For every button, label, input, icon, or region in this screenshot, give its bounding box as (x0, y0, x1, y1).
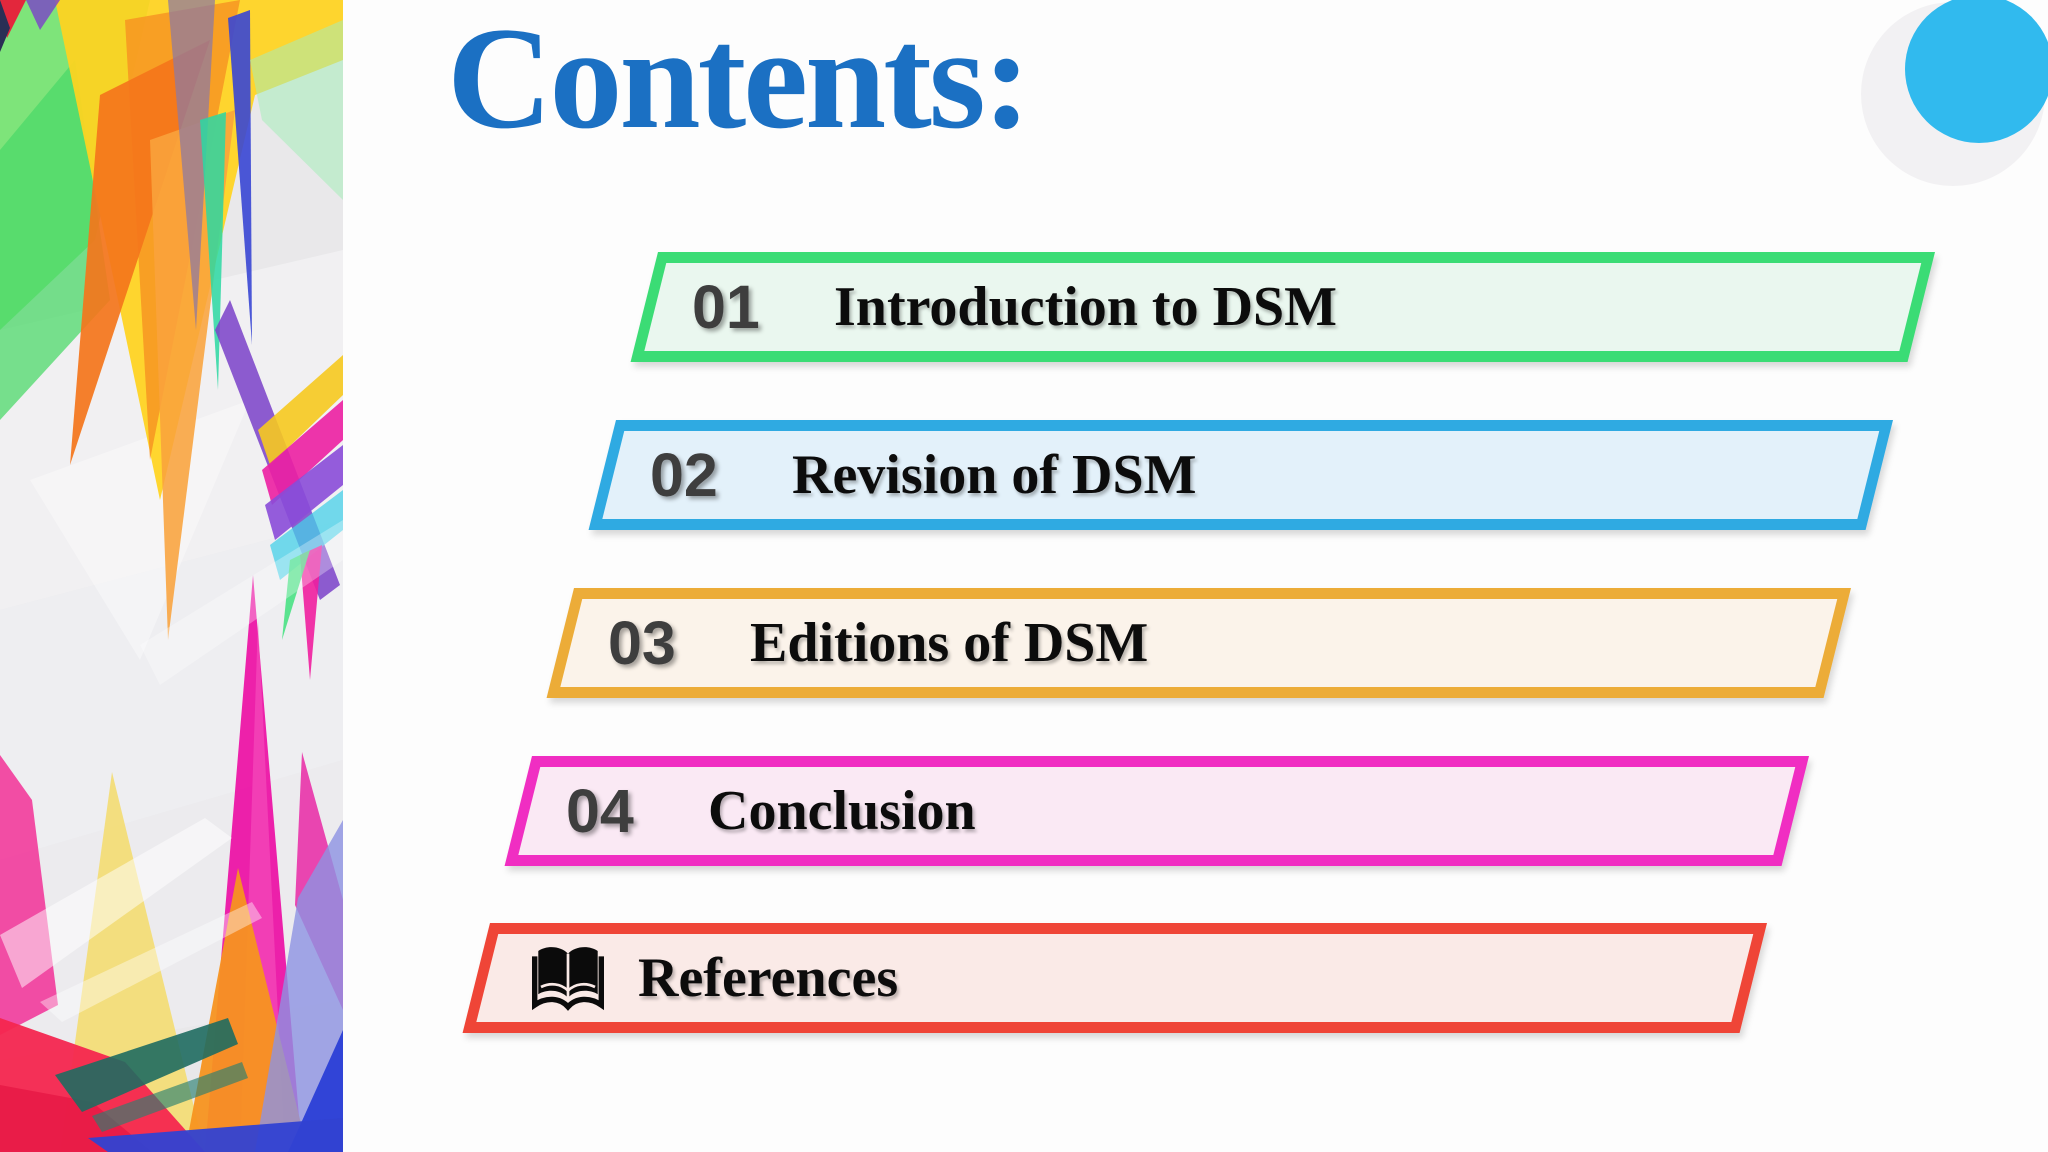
item-label: Introduction to DSM (834, 276, 1338, 338)
banner-row: 04 Conclusion (532, 756, 1809, 866)
open-book-icon (532, 947, 604, 1011)
abstract-art-image (0, 0, 343, 1152)
banner-row: 01 Introduction to DSM (658, 252, 1935, 362)
banner-row: References (490, 923, 1767, 1033)
toc-item-revision[interactable]: 02 Revision of DSM (588, 420, 1893, 530)
toc-item-conclusion[interactable]: 04 Conclusion (504, 756, 1809, 866)
item-label: Conclusion (708, 780, 976, 842)
item-number: 03 (608, 609, 676, 677)
toc-item-introduction[interactable]: 01 Introduction to DSM (630, 252, 1935, 362)
item-number: 04 (566, 777, 634, 845)
banner-row: 03 Editions of DSM (574, 588, 1851, 698)
item-number: 01 (692, 273, 760, 341)
item-label: Revision of DSM (792, 444, 1197, 506)
page-title: Contents: (447, 0, 1031, 159)
banner-row: 02 Revision of DSM (616, 420, 1893, 530)
item-label: References (638, 947, 899, 1009)
item-number: 02 (650, 441, 718, 509)
item-label: Editions of DSM (750, 612, 1149, 674)
toc-item-references[interactable]: References (462, 923, 1767, 1033)
corner-circle-blue (1905, 0, 2048, 143)
toc-item-editions[interactable]: 03 Editions of DSM (546, 588, 1851, 698)
